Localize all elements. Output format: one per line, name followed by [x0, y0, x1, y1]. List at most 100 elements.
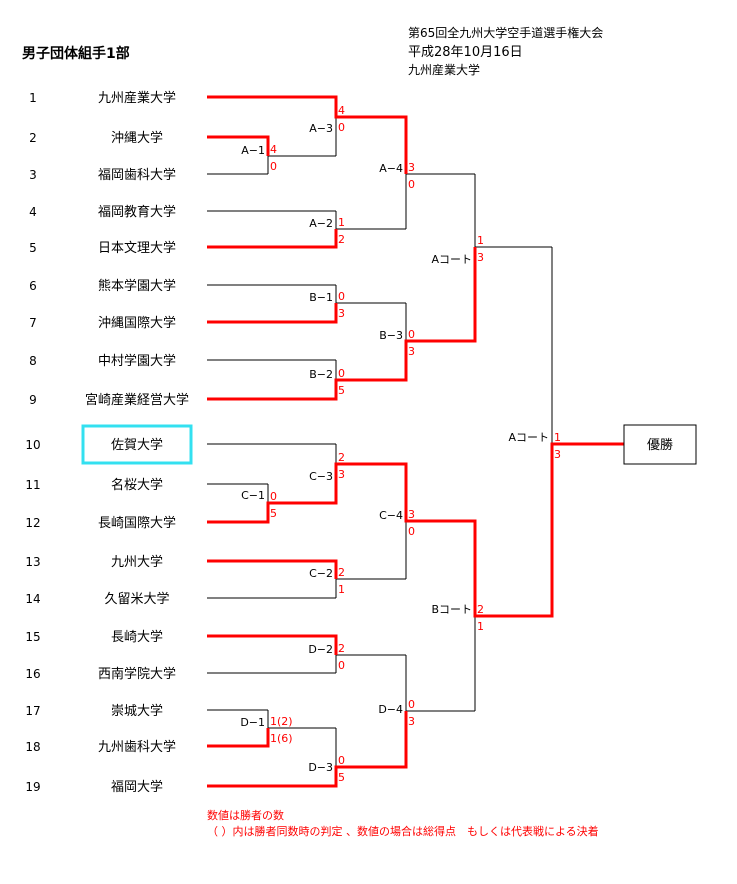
score-bottom: 2	[338, 233, 345, 246]
score-bottom: 3	[338, 468, 345, 481]
score-top: 3	[408, 161, 415, 174]
team-number: 6	[29, 279, 37, 293]
team-number: 14	[25, 592, 40, 606]
team-name: 崇城大学	[111, 703, 163, 719]
team-number: 5	[29, 241, 37, 255]
match-label: D−2	[308, 643, 333, 656]
score-top: 2	[477, 603, 484, 616]
page-title: 男子団体組手1部	[22, 45, 130, 62]
winner-path-team18	[207, 728, 270, 748]
match-label: A−2	[309, 217, 333, 230]
team-number: 10	[25, 438, 40, 452]
team-number: 19	[25, 780, 40, 794]
score-top: 1	[554, 431, 561, 444]
match-label: Aコート	[508, 431, 549, 444]
score-top: 0	[338, 754, 345, 767]
score-top: 1	[338, 216, 345, 229]
winner-lines	[207, 95, 624, 788]
score-top: 0	[270, 490, 277, 503]
winner-path-team2	[207, 135, 270, 156]
match-label: D−4	[378, 703, 403, 716]
note-line-2: （ ）内は勝者同数時の判定 、数値の場合は総得点 もしくは代表戦による決着	[207, 824, 599, 838]
winner-path-team9	[207, 247, 477, 401]
score-bottom: 1	[338, 583, 345, 596]
team-name: 福岡大学	[111, 779, 163, 795]
score-bottom: 3	[408, 345, 415, 358]
match-label: Bコート	[431, 603, 472, 616]
score-top: 4	[338, 104, 345, 117]
team-number: 12	[25, 516, 40, 530]
team-lines	[207, 96, 336, 787]
team-number: 4	[29, 205, 37, 219]
score-top: 4	[270, 143, 277, 156]
team-name: 沖縄大学	[111, 130, 163, 146]
team-number: 3	[29, 168, 37, 182]
winner-path-team15	[207, 634, 338, 655]
winner-path-team13	[207, 559, 338, 579]
team-number: 18	[25, 740, 40, 754]
score-bottom: 0	[338, 659, 345, 672]
team-number: 8	[29, 354, 37, 368]
team-name: 日本文理大学	[98, 240, 176, 256]
team-name: 長崎大学	[111, 629, 163, 645]
score-bottom: 1	[477, 620, 484, 633]
team-name: 久留米大学	[104, 591, 169, 607]
team-number: 16	[25, 667, 40, 681]
champion-box	[623, 424, 697, 465]
team-name: 長崎国際大学	[98, 515, 176, 531]
match-label: D−3	[308, 761, 333, 774]
winner-path-team7	[207, 303, 338, 324]
team-name: 西南学院大学	[98, 666, 176, 682]
score-top: 1(2)	[270, 715, 293, 728]
team-number: 2	[29, 131, 37, 145]
match-label: C−3	[309, 470, 333, 483]
team-name: 宮崎産業経営大学	[85, 392, 189, 408]
score-top: 0	[338, 290, 345, 303]
match-label: D−1	[240, 716, 265, 729]
score-bottom: 3	[338, 307, 345, 320]
team-number: 15	[25, 630, 40, 644]
team-number: 1	[29, 91, 37, 105]
team-name: 名桜大学	[111, 477, 163, 493]
champion-label: 優勝	[647, 438, 673, 453]
event-name: 第65回全九州大学空手道選手権大会	[408, 25, 603, 40]
team-name: 九州歯科大学	[98, 739, 176, 755]
match-label: A−1	[241, 144, 265, 157]
score-bottom: 5	[270, 507, 277, 520]
match-label: B−1	[309, 291, 333, 304]
team-name: 九州産業大学	[98, 90, 176, 106]
match-label: A−4	[379, 162, 403, 175]
score-bottom: 0	[408, 525, 415, 538]
team-name: 熊本学園大学	[98, 278, 176, 294]
match-label: A−3	[309, 122, 333, 135]
score-bottom: 5	[338, 771, 345, 784]
score-top: 3	[408, 508, 415, 521]
score-top: 0	[408, 328, 415, 341]
match-label: B−3	[379, 329, 403, 342]
team-name: 福岡教育大学	[98, 204, 176, 220]
team-number: 9	[29, 393, 37, 407]
winner-path-team5	[207, 229, 338, 249]
match-label: B−2	[309, 368, 333, 381]
score-bottom: 0	[270, 160, 277, 173]
event-venue: 九州産業大学	[408, 62, 480, 77]
bracket-lines-black	[207, 96, 624, 787]
match-label: Aコート	[431, 253, 472, 266]
score-bottom: 3	[554, 448, 561, 461]
team-number: 7	[29, 316, 37, 330]
match-lines	[267, 97, 624, 786]
note-line-1: 数値は勝者の数	[207, 808, 284, 822]
winner-path-team19	[207, 711, 408, 788]
score-top: 0	[408, 698, 415, 711]
score-top: 2	[338, 642, 345, 655]
highlight-box	[81, 424, 193, 465]
score-bottom: 0	[338, 121, 345, 134]
score-bottom: 0	[408, 178, 415, 191]
score-bottom: 5	[338, 384, 345, 397]
match-label: C−1	[241, 489, 265, 502]
score-bottom: 3	[477, 251, 484, 264]
team-name: 沖縄国際大学	[98, 315, 176, 331]
